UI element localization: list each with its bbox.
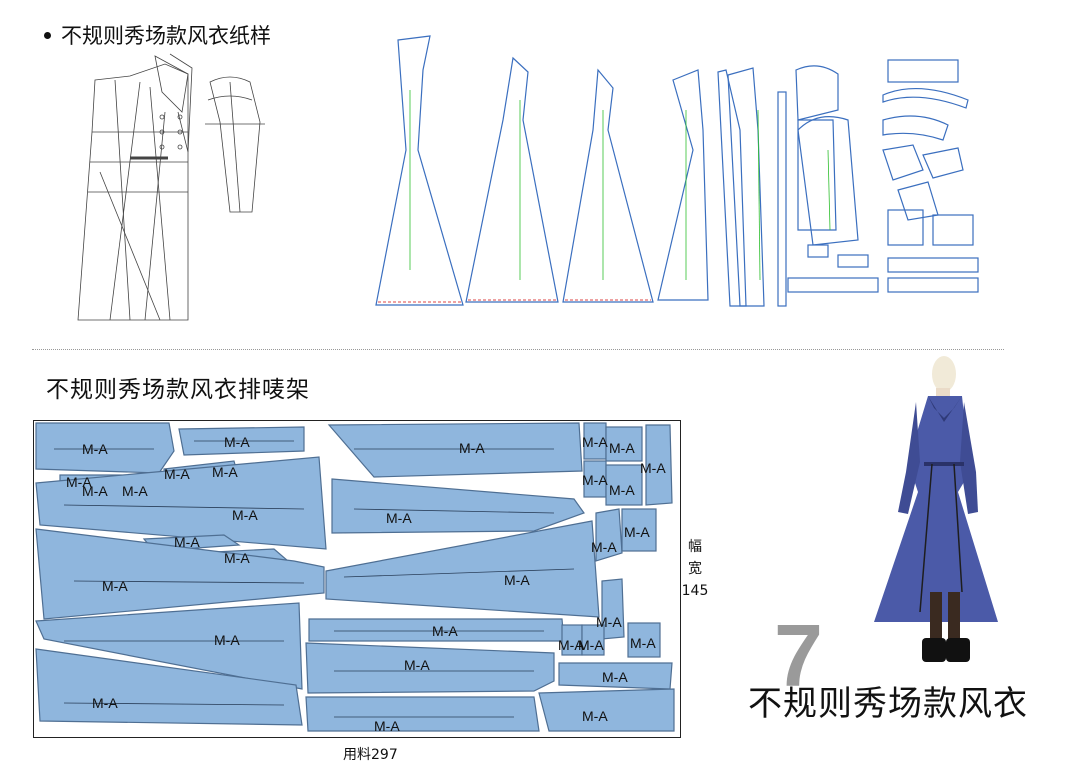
marker-piece-label: M-A <box>432 623 458 639</box>
pattern-section-heading: 不规则秀场款风衣纸样 <box>44 20 271 50</box>
marker-piece-label: M-A <box>640 460 666 476</box>
marker-piece-label: M-A <box>504 572 530 588</box>
marker-piece-label: M-A <box>164 466 190 482</box>
marker-piece <box>601 578 625 640</box>
marker-piece-label: M-A <box>102 578 128 594</box>
marker-piece <box>35 602 303 690</box>
marker-piece <box>581 624 605 656</box>
marker-piece-label: M-A <box>214 632 240 648</box>
section-divider <box>32 349 1004 350</box>
marker-piece-label: M-A <box>82 441 108 457</box>
marker-piece-label: M-A <box>224 550 250 566</box>
marker-piece <box>35 648 303 726</box>
marker-piece <box>35 528 325 620</box>
marker-piece <box>327 422 583 478</box>
marker-piece-label: M-A <box>224 434 250 450</box>
pattern-section-title: 不规则秀场款风衣纸样 <box>61 24 271 48</box>
marker-piece-label: M-A <box>602 669 628 685</box>
marker-piece-label: M-A <box>630 635 656 651</box>
marker-piece <box>605 426 643 462</box>
fabric-width-char: 幅 <box>688 539 702 555</box>
marker-piece <box>605 464 643 506</box>
marker-piece <box>35 456 327 550</box>
marker-piece <box>305 642 555 694</box>
marker-piece <box>35 422 175 474</box>
marker-piece-label: M-A <box>374 718 400 734</box>
marker-piece-label: M-A <box>609 440 635 456</box>
marker-piece-label: M-A <box>66 474 92 490</box>
marker-layout: M-A M-A M-A M-A M-A M-A M-A M-A M-A M-A … <box>33 420 681 738</box>
fabric-width-char: 宽 <box>688 561 702 577</box>
coat-draft-sketch <box>77 53 265 321</box>
collection-name: 不规则秀场款风衣 <box>748 684 1028 724</box>
marker-piece-label: M-A <box>582 472 608 488</box>
marker-piece <box>627 622 661 658</box>
marker-piece-label: M-A <box>122 483 148 499</box>
fabric-width-label: 幅 宽 145 <box>681 536 709 602</box>
marker-piece-label: M-A <box>582 708 608 724</box>
marker-piece <box>325 520 600 618</box>
marker-piece-label: M-A <box>459 440 485 456</box>
pattern-pieces-drawing <box>375 35 979 307</box>
marker-piece-label: M-A <box>591 539 617 555</box>
marker-piece-label: M-A <box>624 524 650 540</box>
marker-section-title: 不规则秀场款风衣排唛架 <box>46 377 310 403</box>
collection-number: 7 <box>774 606 823 705</box>
marker-piece-label: M-A <box>609 482 635 498</box>
marker-piece <box>645 424 673 506</box>
marker-pieces: M-A M-A M-A M-A M-A M-A M-A M-A M-A M-A … <box>35 422 675 734</box>
fabric-usage-label: 用料297 <box>343 747 398 763</box>
marker-piece <box>331 478 585 534</box>
marker-piece-label: M-A <box>92 695 118 711</box>
marker-piece-label: M-A <box>582 434 608 450</box>
marker-piece-label: M-A <box>174 534 200 550</box>
marker-piece-label: M-A <box>404 657 430 673</box>
fabric-width-value: 145 <box>681 583 709 599</box>
model-photo <box>874 356 998 662</box>
marker-piece <box>595 508 623 562</box>
marker-piece-label: M-A <box>82 483 108 499</box>
bullet-icon <box>44 31 51 39</box>
marker-piece <box>538 688 675 732</box>
marker-piece-label: M-A <box>386 510 412 526</box>
marker-piece <box>621 508 657 552</box>
marker-piece-label: M-A <box>578 637 604 653</box>
marker-piece-label: M-A <box>212 464 238 480</box>
marker-piece-label: M-A <box>558 637 584 653</box>
marker-piece-label: M-A <box>232 507 258 523</box>
marker-piece <box>305 696 540 732</box>
marker-piece-label: M-A <box>596 614 622 630</box>
